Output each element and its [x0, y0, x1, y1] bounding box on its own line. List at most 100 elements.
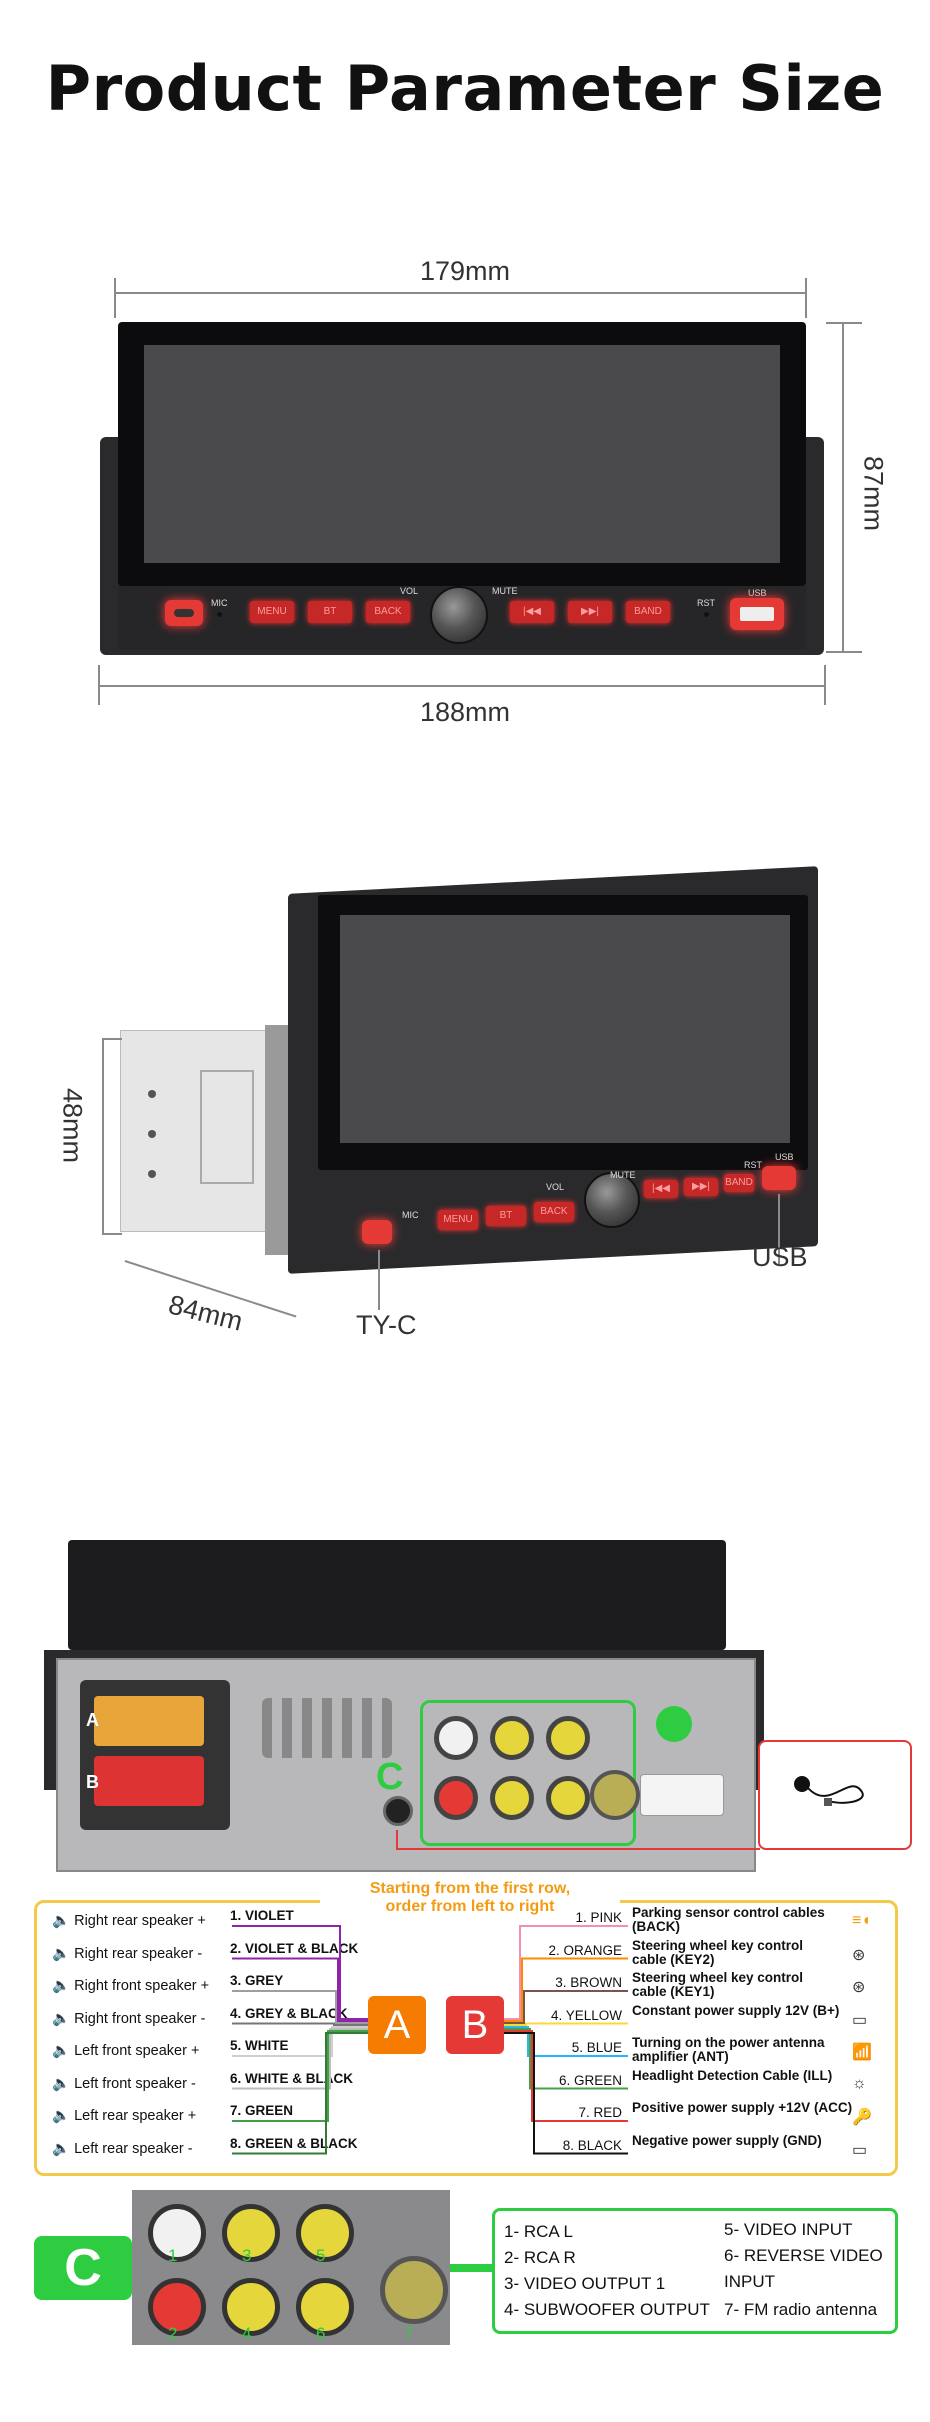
- rca-detail-antenna: [380, 2256, 448, 2324]
- a-wire: [232, 1925, 368, 2020]
- a-wire-label: 4. GREY & BLACK: [230, 2005, 348, 2021]
- side-menu-button[interactable]: MENU: [438, 1210, 478, 1230]
- cage-hole: [148, 1170, 156, 1178]
- metal-cage: [120, 1030, 272, 1232]
- side-usb-port[interactable]: [762, 1166, 796, 1190]
- prev-track-button[interactable]: |◀◀: [510, 601, 554, 623]
- dim-tick: [114, 278, 116, 318]
- function-item: Parking sensor control cables(BACK): [632, 1905, 825, 1934]
- wiring-note-line1: Starting from the first row,: [369, 1880, 571, 1897]
- page-title: Product Parameter Size: [45, 52, 885, 125]
- dim-line-side-height: [102, 1038, 104, 1234]
- microphone-callout-box: [758, 1740, 912, 1850]
- dim-tick: [826, 322, 862, 324]
- side-screen-glass: [340, 915, 790, 1143]
- dim-line-bottom: [98, 685, 825, 687]
- harness-label-b: B: [86, 1772, 99, 1792]
- function-list: Parking sensor control cables(BACK) Stee…: [632, 1906, 862, 2166]
- rca-detail-jack: [296, 2204, 354, 2262]
- rca-jack[interactable]: [434, 1716, 478, 1760]
- typec-pointer: [378, 1250, 380, 1310]
- b-wire: [504, 2028, 628, 2090]
- dim-tick: [824, 665, 826, 705]
- volume-knob[interactable]: [430, 586, 488, 644]
- bt-button[interactable]: BT: [308, 601, 352, 623]
- rst-label: RST: [697, 598, 715, 608]
- side-next-button[interactable]: ▶▶|: [684, 1178, 718, 1196]
- dim-tick: [102, 1038, 122, 1040]
- side-typec-port[interactable]: [362, 1220, 392, 1244]
- b-wire-label: 5. BLUE: [571, 2040, 622, 2055]
- dim-line-right: [842, 322, 844, 652]
- speaker-item: 🔈 Left front speaker +: [52, 2043, 200, 2059]
- b-wire-label: 7. RED: [578, 2105, 622, 2120]
- rear-view: A B C: [0, 1540, 930, 1880]
- dim-tick: [826, 651, 862, 653]
- side-rst-label: RST: [744, 1160, 762, 1170]
- rca-legend-item: INPUT: [724, 2272, 775, 2291]
- band-button[interactable]: BAND: [626, 601, 670, 623]
- b-wire-label: 1. PINK: [575, 1910, 622, 1925]
- key-icon: 🔑: [852, 2109, 872, 2126]
- dim-width-top: 179mm: [419, 256, 511, 286]
- side-band-button[interactable]: BAND: [724, 1174, 754, 1192]
- harness-row-b: [94, 1756, 204, 1806]
- antenna-icon: 📶: [852, 2044, 872, 2061]
- side-bt-button[interactable]: BT: [486, 1206, 526, 1226]
- rca-legend-item: 5- VIDEO INPUT: [724, 2220, 853, 2239]
- usb-label-front: USB: [748, 588, 767, 598]
- mic-jack[interactable]: [383, 1796, 413, 1826]
- mic-callout-line: [396, 1830, 760, 1850]
- dim-tick: [805, 278, 807, 318]
- side-back-button[interactable]: BACK: [534, 1202, 574, 1222]
- parking-sensor-icon: ≡◖: [852, 1912, 871, 1929]
- usb-pointer: [778, 1194, 780, 1264]
- wiring-note-line2: order from left to right: [385, 1898, 555, 1915]
- a-wire-label: 2. VIOLET & BLACK: [230, 1940, 359, 1956]
- side-view: MIC MENU BT BACK VOL MUTE |◀◀ ▶▶| BAND U…: [0, 866, 930, 1380]
- steering-wheel-icon: ⊛: [852, 1946, 866, 1964]
- rca-jack[interactable]: [490, 1716, 534, 1760]
- b-wire-label: 3. BROWN: [555, 1975, 622, 1990]
- a-wire-label: 5. WHITE: [230, 2038, 289, 2053]
- steering-wheel-icon: ⊛: [852, 1979, 866, 1996]
- qc-pass-sticker: [656, 1706, 692, 1742]
- rca-detail-jack: [148, 2278, 206, 2336]
- function-item: Positive power supply +12V (ACC): [632, 2100, 853, 2115]
- a-wire: [232, 2022, 368, 2026]
- battery-icon: ▭: [852, 2011, 868, 2029]
- mute-label: MUTE: [492, 586, 518, 596]
- a-wire: [232, 1990, 368, 2024]
- rca-number: 1: [168, 2246, 178, 2265]
- screen-display: [144, 345, 780, 563]
- rca-jack[interactable]: [546, 1716, 590, 1760]
- a-wire-label: 7. GREEN: [230, 2103, 294, 2118]
- back-button[interactable]: BACK: [366, 601, 410, 623]
- antenna-jack[interactable]: [590, 1770, 640, 1820]
- rca-legend-item: 6- REVERSE VIDEO: [724, 2246, 883, 2265]
- side-volume-knob[interactable]: [584, 1172, 640, 1228]
- dim-tick: [98, 665, 100, 705]
- side-prev-button[interactable]: |◀◀: [644, 1180, 678, 1198]
- speaker-item: 🔈 Right rear speaker -: [52, 1945, 203, 1962]
- rca-legend-item: 2- RCA R: [504, 2248, 576, 2267]
- function-icons: ≡◖ ⊛ ⊛ ▭ 📶 ☼ 🔑 ▭: [852, 1912, 882, 2172]
- next-track-button[interactable]: ▶▶|: [568, 601, 612, 623]
- cage-hole: [148, 1130, 156, 1138]
- rca-jack[interactable]: [490, 1776, 534, 1820]
- rca-jack[interactable]: [546, 1776, 590, 1820]
- dim-line-top: [114, 292, 806, 294]
- dim-width-bottom: 188mm: [419, 697, 511, 727]
- menu-button[interactable]: MENU: [250, 601, 294, 623]
- side-usb-label: USB: [775, 1152, 794, 1162]
- rca-jack[interactable]: [434, 1776, 478, 1820]
- rca-detail-jack: [222, 2278, 280, 2336]
- a-wire-label: 1. VIOLET: [230, 1908, 294, 1923]
- front-view: 179mm 87mm 188mm MIC MENU BT BACK VOL MU…: [0, 0, 930, 740]
- cage-slot: [200, 1070, 254, 1184]
- rear-top-plate: [68, 1540, 726, 1650]
- side-vol-label: VOL: [546, 1182, 565, 1192]
- a-wire-list: 1. VIOLET 2. VIOLET & BLACK 3. GREY 4. G…: [230, 1908, 410, 2168]
- speaker-item: 🔈 Left front speaker -: [52, 2075, 196, 2092]
